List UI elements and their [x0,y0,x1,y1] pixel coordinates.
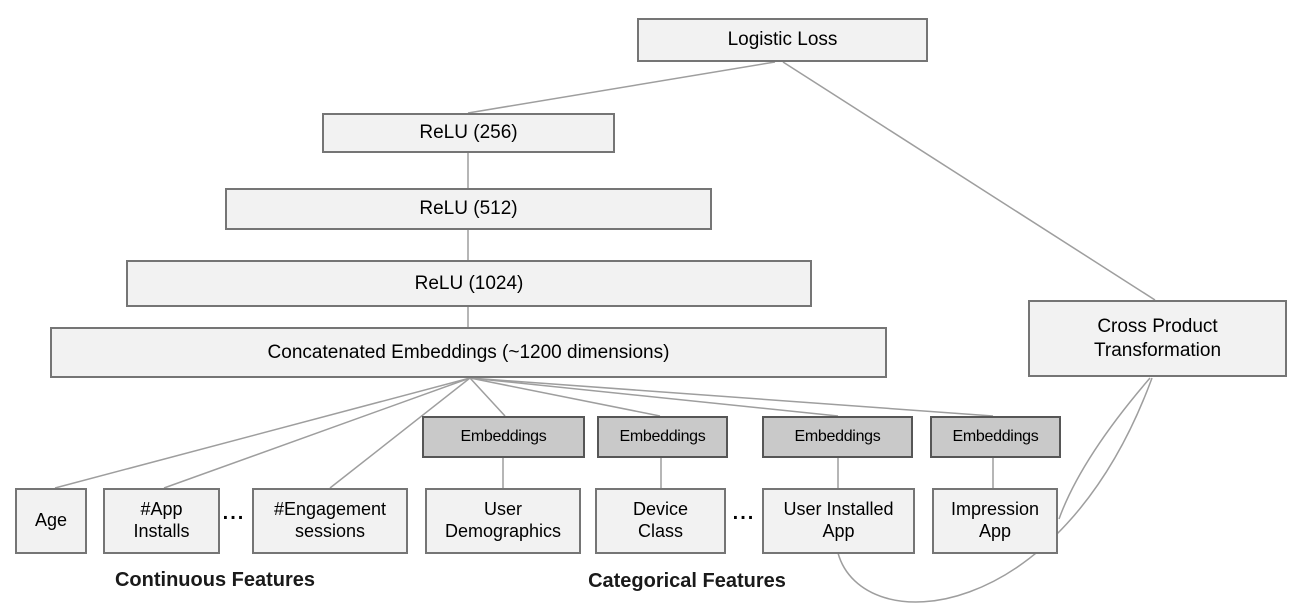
connector-concat-to-embeddings2 [469,377,661,417]
node-label-line1: User [483,499,522,520]
node-label: ReLU (512) [419,198,518,220]
node-label-line2: sessions [294,521,366,541]
node-label-line1: #Engagement [273,499,387,520]
node-embeddings-3: Embeddings [762,416,913,458]
node-label: Embeddings [460,428,547,446]
connector-user-installed-app-to-crossproduct [837,377,1153,603]
node-label: Embeddings [952,428,1039,446]
ellipsis-categorical: ... [732,502,756,524]
node-label-line2: App [978,521,1012,541]
node-embeddings-2: Embeddings [597,416,728,458]
connector-concat-to-embeddings4 [469,377,994,417]
connector-logistic-to-crossproduct [782,61,1156,301]
node-label: ReLU (1024) [414,272,524,294]
node-label-line2: Installs [133,521,190,541]
node-label: Embeddings [619,428,706,446]
node-concatenated-embeddings: Concatenated Embeddings (~1200 dimension… [50,327,887,378]
node-label-line2: Demographics [444,521,562,541]
node-label-line1: Impression [950,499,1040,520]
node-device-class: Device Class [595,488,726,554]
connector-impression-app-to-crossproduct [1058,377,1151,520]
connector-concat-to-engagement [329,377,471,489]
node-impression-app: Impression App [932,488,1058,554]
node-label: Embeddings [794,428,881,446]
node-engagement-sessions: #Engagement sessions [252,488,408,554]
node-label-line2: Transformation [1093,339,1222,361]
label-continuous-features: Continuous Features [114,569,315,591]
node-label-line2: App [822,521,855,541]
connector-concat-to-embeddings1 [469,377,506,417]
node-label: Logistic Loss [727,29,838,51]
node-age: Age [15,488,87,554]
node-user-demographics: User Demographics [425,488,581,554]
node-label-line1: Device [632,499,689,520]
node-label-line1: User Installed [783,499,894,520]
connector-concat-to-embeddings3 [469,377,839,417]
node-label-line2: Class [637,521,683,541]
connector-concat-to-app-installs [163,377,471,489]
node-embeddings-1: Embeddings [422,416,585,458]
node-relu-1024: ReLU (1024) [126,260,812,307]
node-relu-512: ReLU (512) [225,188,712,230]
node-app-installs: #App Installs [103,488,220,554]
connector-concat-to-age [54,377,471,489]
label-categorical-features: Categorical Features [588,570,786,592]
connector-logistic-to-relu256 [467,61,776,114]
ellipsis-continuous: ... [222,502,246,524]
node-user-installed-app: User Installed App [762,488,915,554]
node-relu-256: ReLU (256) [322,113,615,153]
node-label: Age [34,510,68,531]
node-label-line1: #App [140,499,183,520]
node-label-line1: Cross Product [1097,316,1218,338]
node-label: ReLU (256) [419,122,518,144]
node-logistic-loss: Logistic Loss [637,18,928,62]
node-label: Concatenated Embeddings (~1200 dimension… [267,341,670,363]
node-embeddings-4: Embeddings [930,416,1061,458]
node-cross-product-transformation: Cross Product Transformation [1028,300,1287,377]
